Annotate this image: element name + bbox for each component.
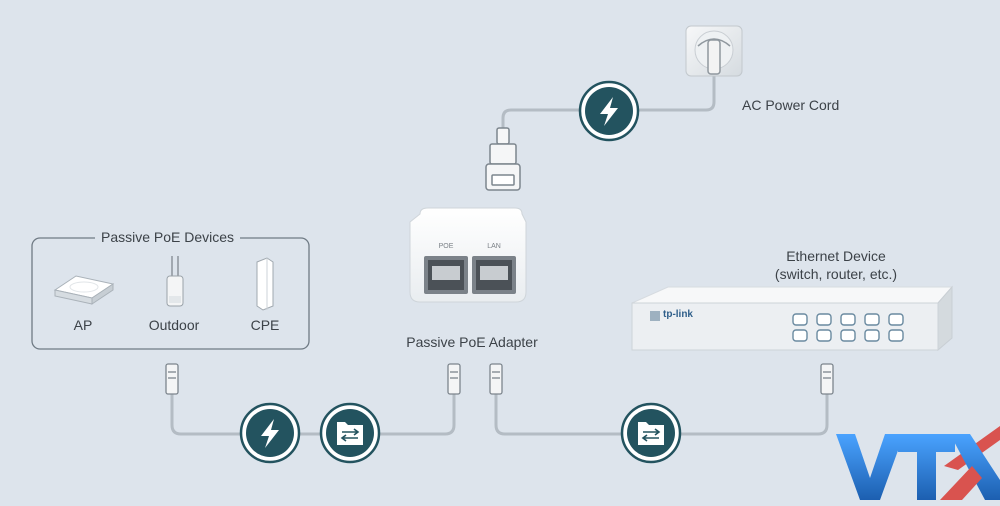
poe-adapter (409, 207, 527, 303)
port-poe-label: POE (438, 243, 454, 250)
brand-label: tp-link (663, 309, 693, 320)
ap-device-icon (53, 275, 115, 305)
ethernet-switch (631, 285, 954, 352)
ethernet-plug-icon (165, 363, 179, 395)
cpe-label: CPE (250, 317, 280, 333)
power-plug-icon (485, 127, 521, 191)
data-transfer-folder-icon (620, 402, 682, 464)
cpe-device-icon (256, 257, 274, 311)
outdoor-label: Outdoor (148, 317, 200, 333)
power-bolt-icon (578, 80, 640, 142)
ethernet-plug-icon (489, 363, 503, 395)
port-lan-label: LAN (487, 243, 501, 250)
data-transfer-folder-icon (319, 402, 381, 464)
ap-label: AP (73, 317, 93, 333)
wall-socket-icon (685, 25, 743, 77)
vtx-watermark-logo (836, 426, 1000, 500)
outdoor-device-icon (166, 256, 184, 307)
poe-device-cable (170, 392, 456, 436)
ethernet-plug-icon (820, 363, 834, 395)
power-bolt-icon (239, 402, 301, 464)
switch-ports (792, 313, 904, 342)
ethernet-device-label: Ethernet Device (switch, router, etc.) (774, 248, 898, 282)
passive-poe-devices-title: Passive PoE Devices (95, 229, 241, 245)
passive-poe-adapter-label: Passive PoE Adapter (406, 334, 538, 350)
ethernet-plug-icon (447, 363, 461, 395)
ac-power-cord-label: AC Power Cord (742, 97, 840, 113)
